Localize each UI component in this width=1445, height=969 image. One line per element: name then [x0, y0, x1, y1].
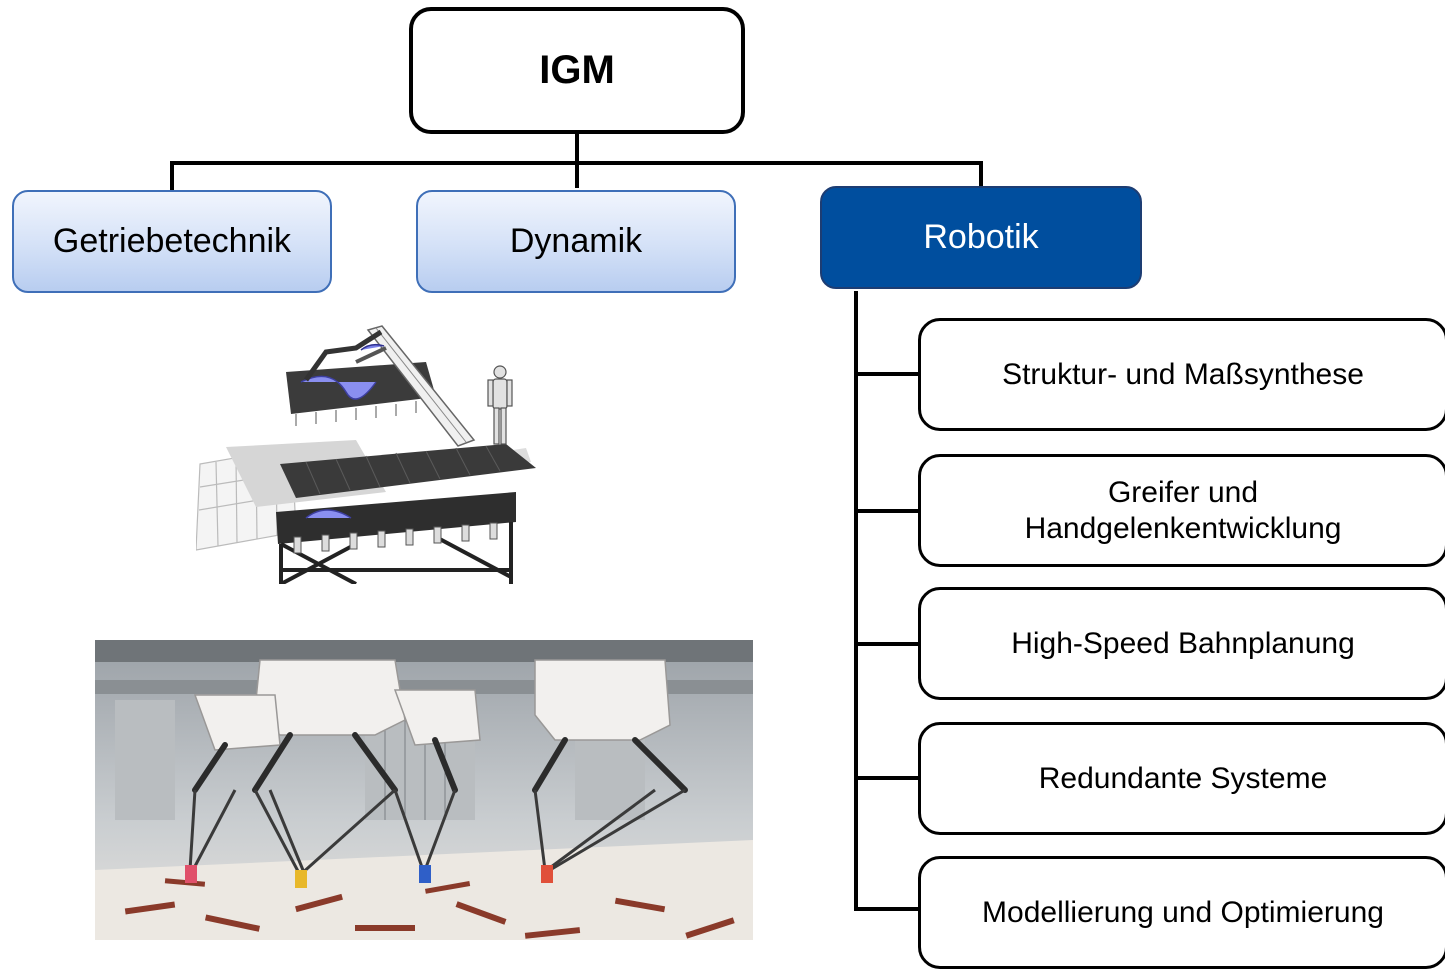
- conveyor-render-image: [196, 325, 536, 584]
- node-greifer-handgelenk-line2: Handgelenkentwicklung: [1024, 511, 1342, 545]
- node-dynamik-label: Dynamik: [509, 222, 643, 260]
- root-node-igm: IGM: [409, 7, 745, 134]
- node-high-speed-bahnplanung: High-Speed Bahnplanung: [918, 587, 1445, 700]
- node-greifer-handgelenk-line1: Greifer und: [1107, 475, 1259, 509]
- node-getriebetechnik: Getriebetechnik: [12, 190, 332, 293]
- node-getriebetechnik-label: Getriebetechnik: [52, 222, 292, 260]
- node-robotik-label: Robotik: [923, 218, 1039, 256]
- node-struktur-masssynthese: Struktur- und Maßsynthese: [918, 318, 1445, 431]
- node-robotik: Robotik: [820, 186, 1142, 289]
- node-struktur-masssynthese-label: Struktur- und Maßsynthese: [1002, 357, 1364, 391]
- node-redundante-systeme: Redundante Systeme: [918, 722, 1445, 835]
- node-high-speed-bahnplanung-label: High-Speed Bahnplanung: [1011, 626, 1355, 660]
- node-redundante-systeme-label: Redundante Systeme: [1038, 761, 1328, 795]
- node-modellierung-optimierung-label: Modellierung und Optimierung: [982, 895, 1384, 929]
- node-greifer-handgelenk: Greifer und Handgelenkentwicklung: [918, 454, 1445, 567]
- delta-robots-photo: [95, 640, 753, 940]
- node-modellierung-optimierung: Modellierung und Optimierung: [918, 856, 1445, 969]
- root-label: IGM: [539, 48, 615, 92]
- node-dynamik: Dynamik: [416, 190, 736, 293]
